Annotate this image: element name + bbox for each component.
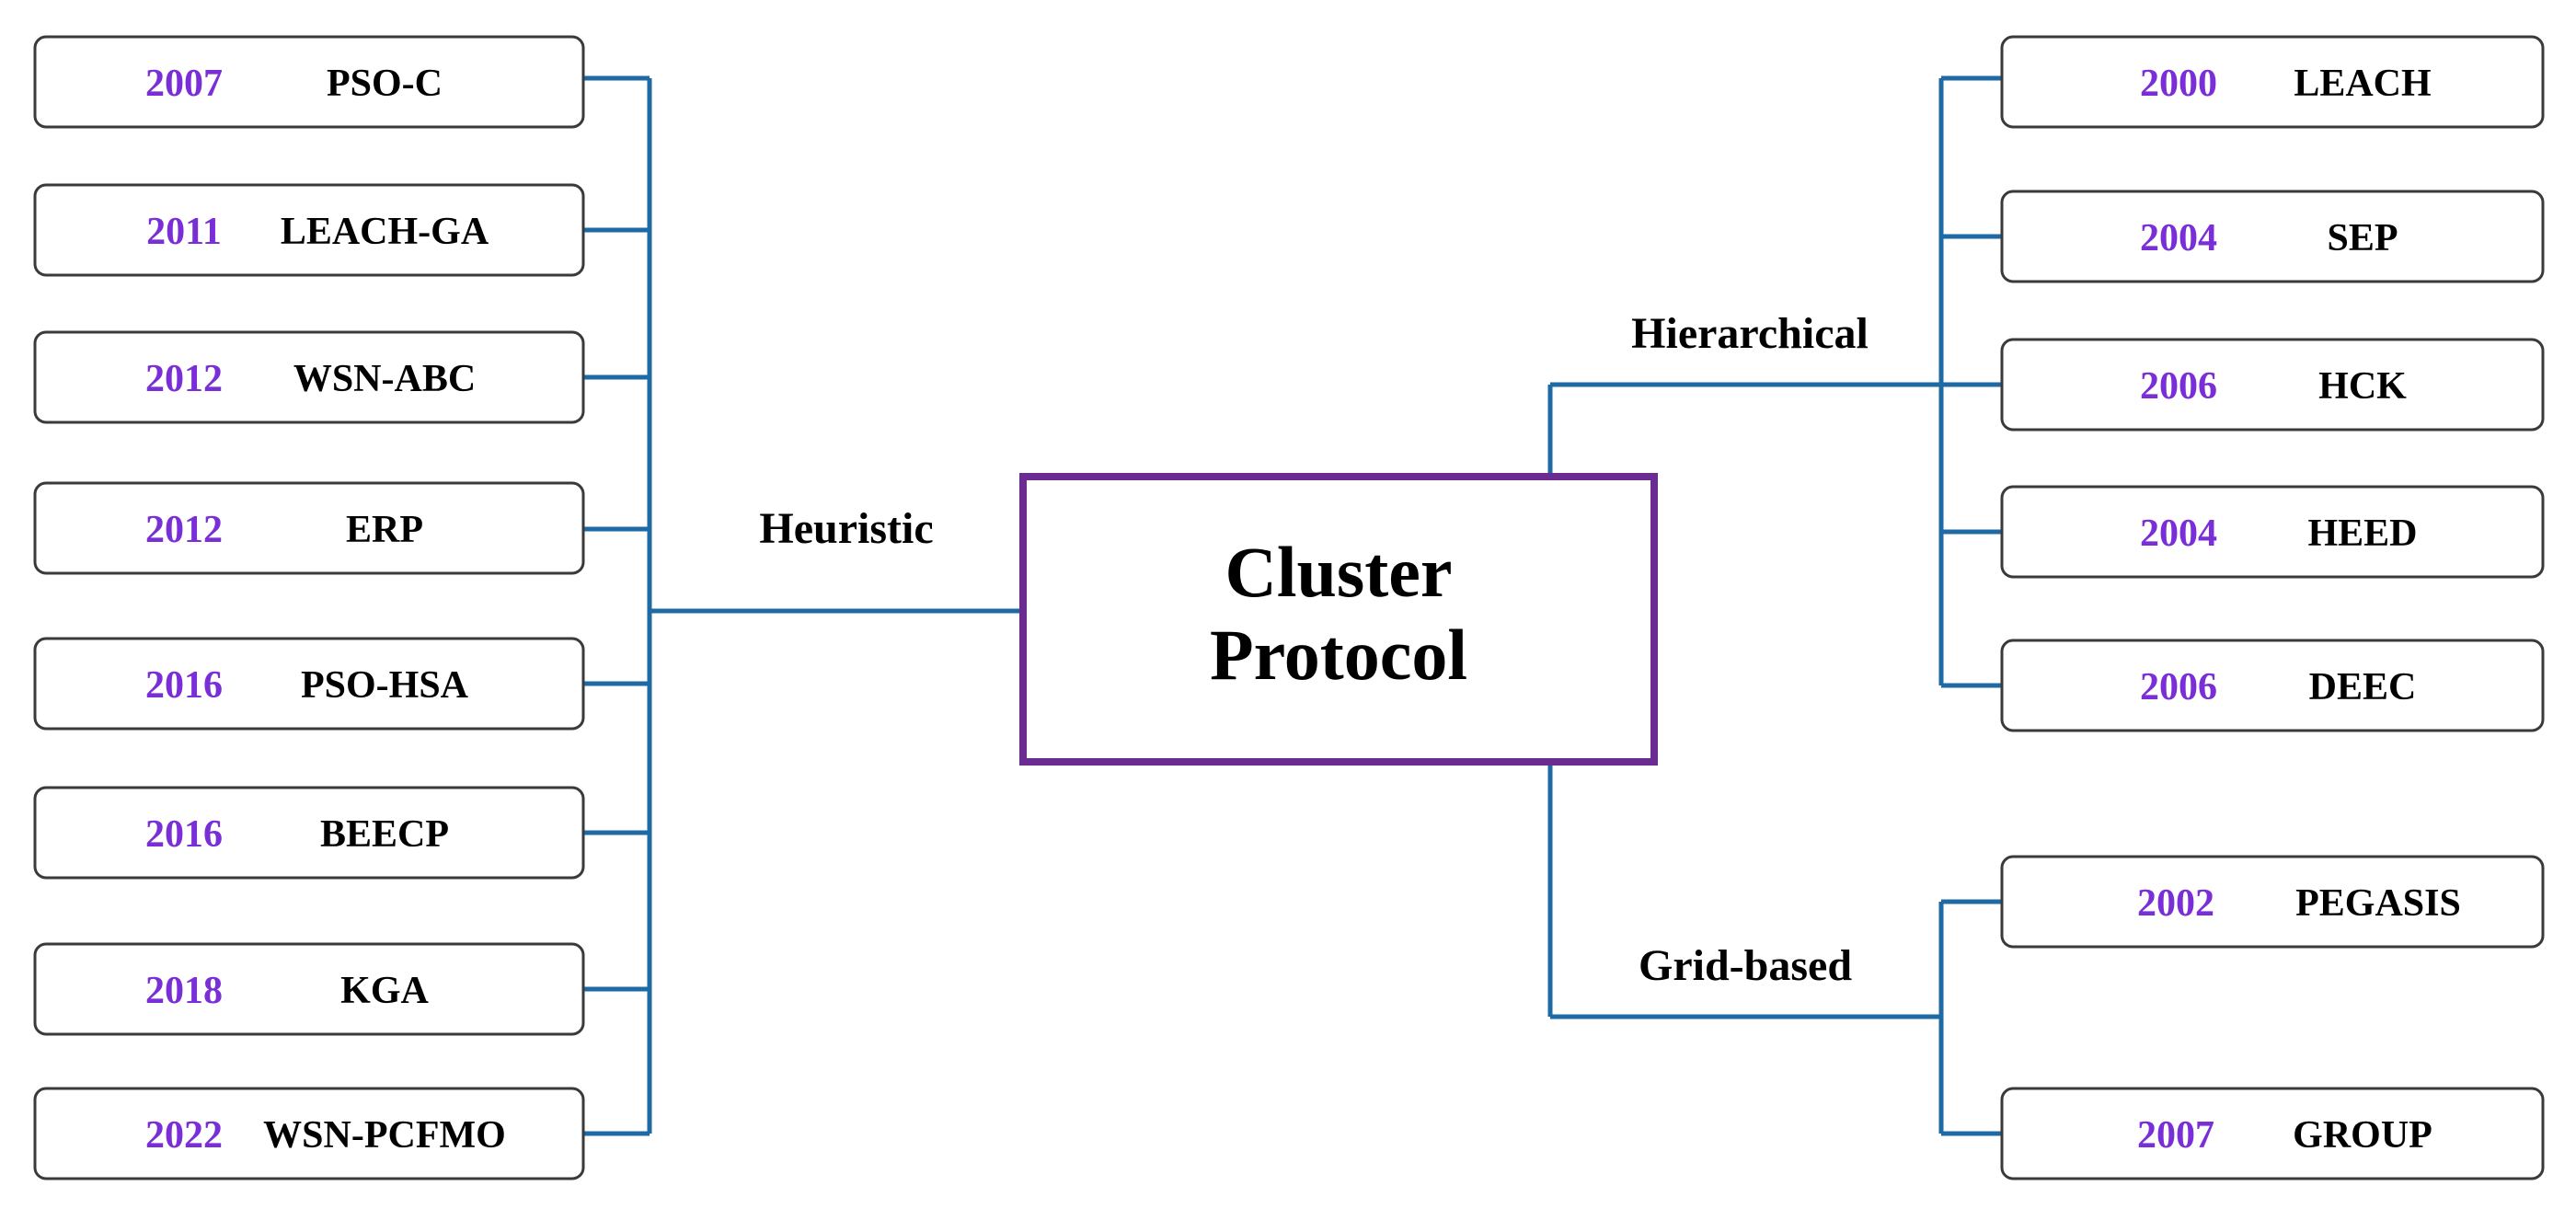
protocol-box	[33, 942, 585, 1036]
protocol-box	[33, 637, 585, 731]
protocol-year: 2004	[2140, 217, 2217, 259]
category-grid-based: Grid-based	[1639, 941, 1852, 990]
category-heuristic: Heuristic	[759, 504, 933, 553]
protocol-box	[2000, 485, 2545, 579]
protocol-box	[2000, 855, 2545, 949]
protocol-box	[33, 786, 585, 880]
protocol-box	[2000, 1087, 2545, 1180]
protocol-name: WSN-PCFMO	[263, 1114, 506, 1157]
protocol-name: WSN-ABC	[293, 358, 476, 400]
protocol-year: 2022	[145, 1114, 223, 1157]
protocol-year: 2006	[2140, 365, 2217, 408]
protocol-box	[33, 35, 585, 129]
protocol-name: DEEC	[2309, 666, 2417, 708]
protocol-node: 2006 DEEC	[2000, 639, 2545, 732]
category-hierarchical: Hierarchical	[1631, 309, 1869, 358]
protocol-node: 2004 SEP	[2000, 190, 2545, 283]
protocol-year: 2012	[145, 509, 223, 551]
protocol-node: 2002 PEGASIS	[2000, 855, 2545, 949]
connectors	[583, 75, 2002, 1136]
protocol-year: 2006	[2140, 666, 2217, 708]
protocol-node: 2000 LEACH	[2000, 35, 2545, 129]
protocol-name: LEACH-GA	[281, 211, 489, 253]
protocol-box	[33, 481, 585, 575]
protocol-node: 2016 BEECP	[33, 786, 585, 880]
protocol-node: 2018 KGA	[33, 942, 585, 1036]
protocol-year: 2002	[2137, 882, 2214, 925]
protocol-year: 2007	[2137, 1114, 2214, 1157]
protocol-name: PSO-C	[327, 63, 443, 105]
protocol-node: 2011 LEACH-GA	[33, 183, 585, 277]
protocol-name: ERP	[346, 509, 423, 551]
protocol-year: 2007	[145, 63, 223, 105]
center-line1: Cluster	[1225, 532, 1453, 612]
protocol-node: 2012 ERP	[33, 481, 585, 575]
protocol-box	[2000, 35, 2545, 129]
protocol-year: 2000	[2140, 63, 2217, 105]
protocol-box	[33, 1087, 585, 1180]
protocol-box	[2000, 338, 2545, 432]
protocol-year: 2018	[145, 970, 223, 1012]
protocol-name: PSO-HSA	[301, 664, 469, 707]
protocol-name: HEED	[2307, 512, 2417, 555]
protocol-year: 2012	[145, 358, 223, 400]
protocol-node: 2016 PSO-HSA	[33, 637, 585, 731]
protocol-node: 2006 HCK	[2000, 338, 2545, 432]
protocol-name: HCK	[2318, 365, 2407, 408]
protocol-name: GROUP	[2293, 1114, 2432, 1157]
protocol-year: 2011	[146, 211, 222, 253]
protocol-box	[2000, 639, 2545, 732]
heuristic-list: 2007 PSO-C 2011 LEACH-GA 2012 WSN-ABC 20…	[33, 35, 585, 1180]
protocol-name: SEP	[2327, 217, 2398, 259]
protocol-node: 2004 HEED	[2000, 485, 2545, 579]
protocol-node: 2007 PSO-C	[33, 35, 585, 129]
protocol-year: 2016	[145, 813, 223, 856]
center-box	[1019, 473, 1658, 766]
protocol-box	[33, 183, 585, 277]
protocol-node: 2007 GROUP	[2000, 1087, 2545, 1180]
protocol-name: KGA	[340, 970, 429, 1012]
center-line2: Protocol	[1210, 615, 1467, 695]
protocol-node: 2022 WSN-PCFMO	[33, 1087, 585, 1180]
center-node: Cluster Protocol	[1019, 473, 1658, 766]
protocol-name: LEACH	[2294, 63, 2431, 105]
protocol-name: PEGASIS	[2295, 882, 2461, 925]
protocol-box	[33, 330, 585, 424]
protocol-year: 2016	[145, 664, 223, 707]
protocol-node: 2012 WSN-ABC	[33, 330, 585, 424]
hierarchical-list: 2000 LEACH 2004 SEP 2006 HCK 2004 HEED 2…	[2000, 35, 2545, 732]
protocol-name: BEECP	[320, 813, 449, 856]
protocol-year: 2004	[2140, 512, 2217, 555]
protocol-box	[2000, 190, 2545, 283]
grid-list: 2002 PEGASIS 2007 GROUP	[2000, 855, 2545, 1180]
